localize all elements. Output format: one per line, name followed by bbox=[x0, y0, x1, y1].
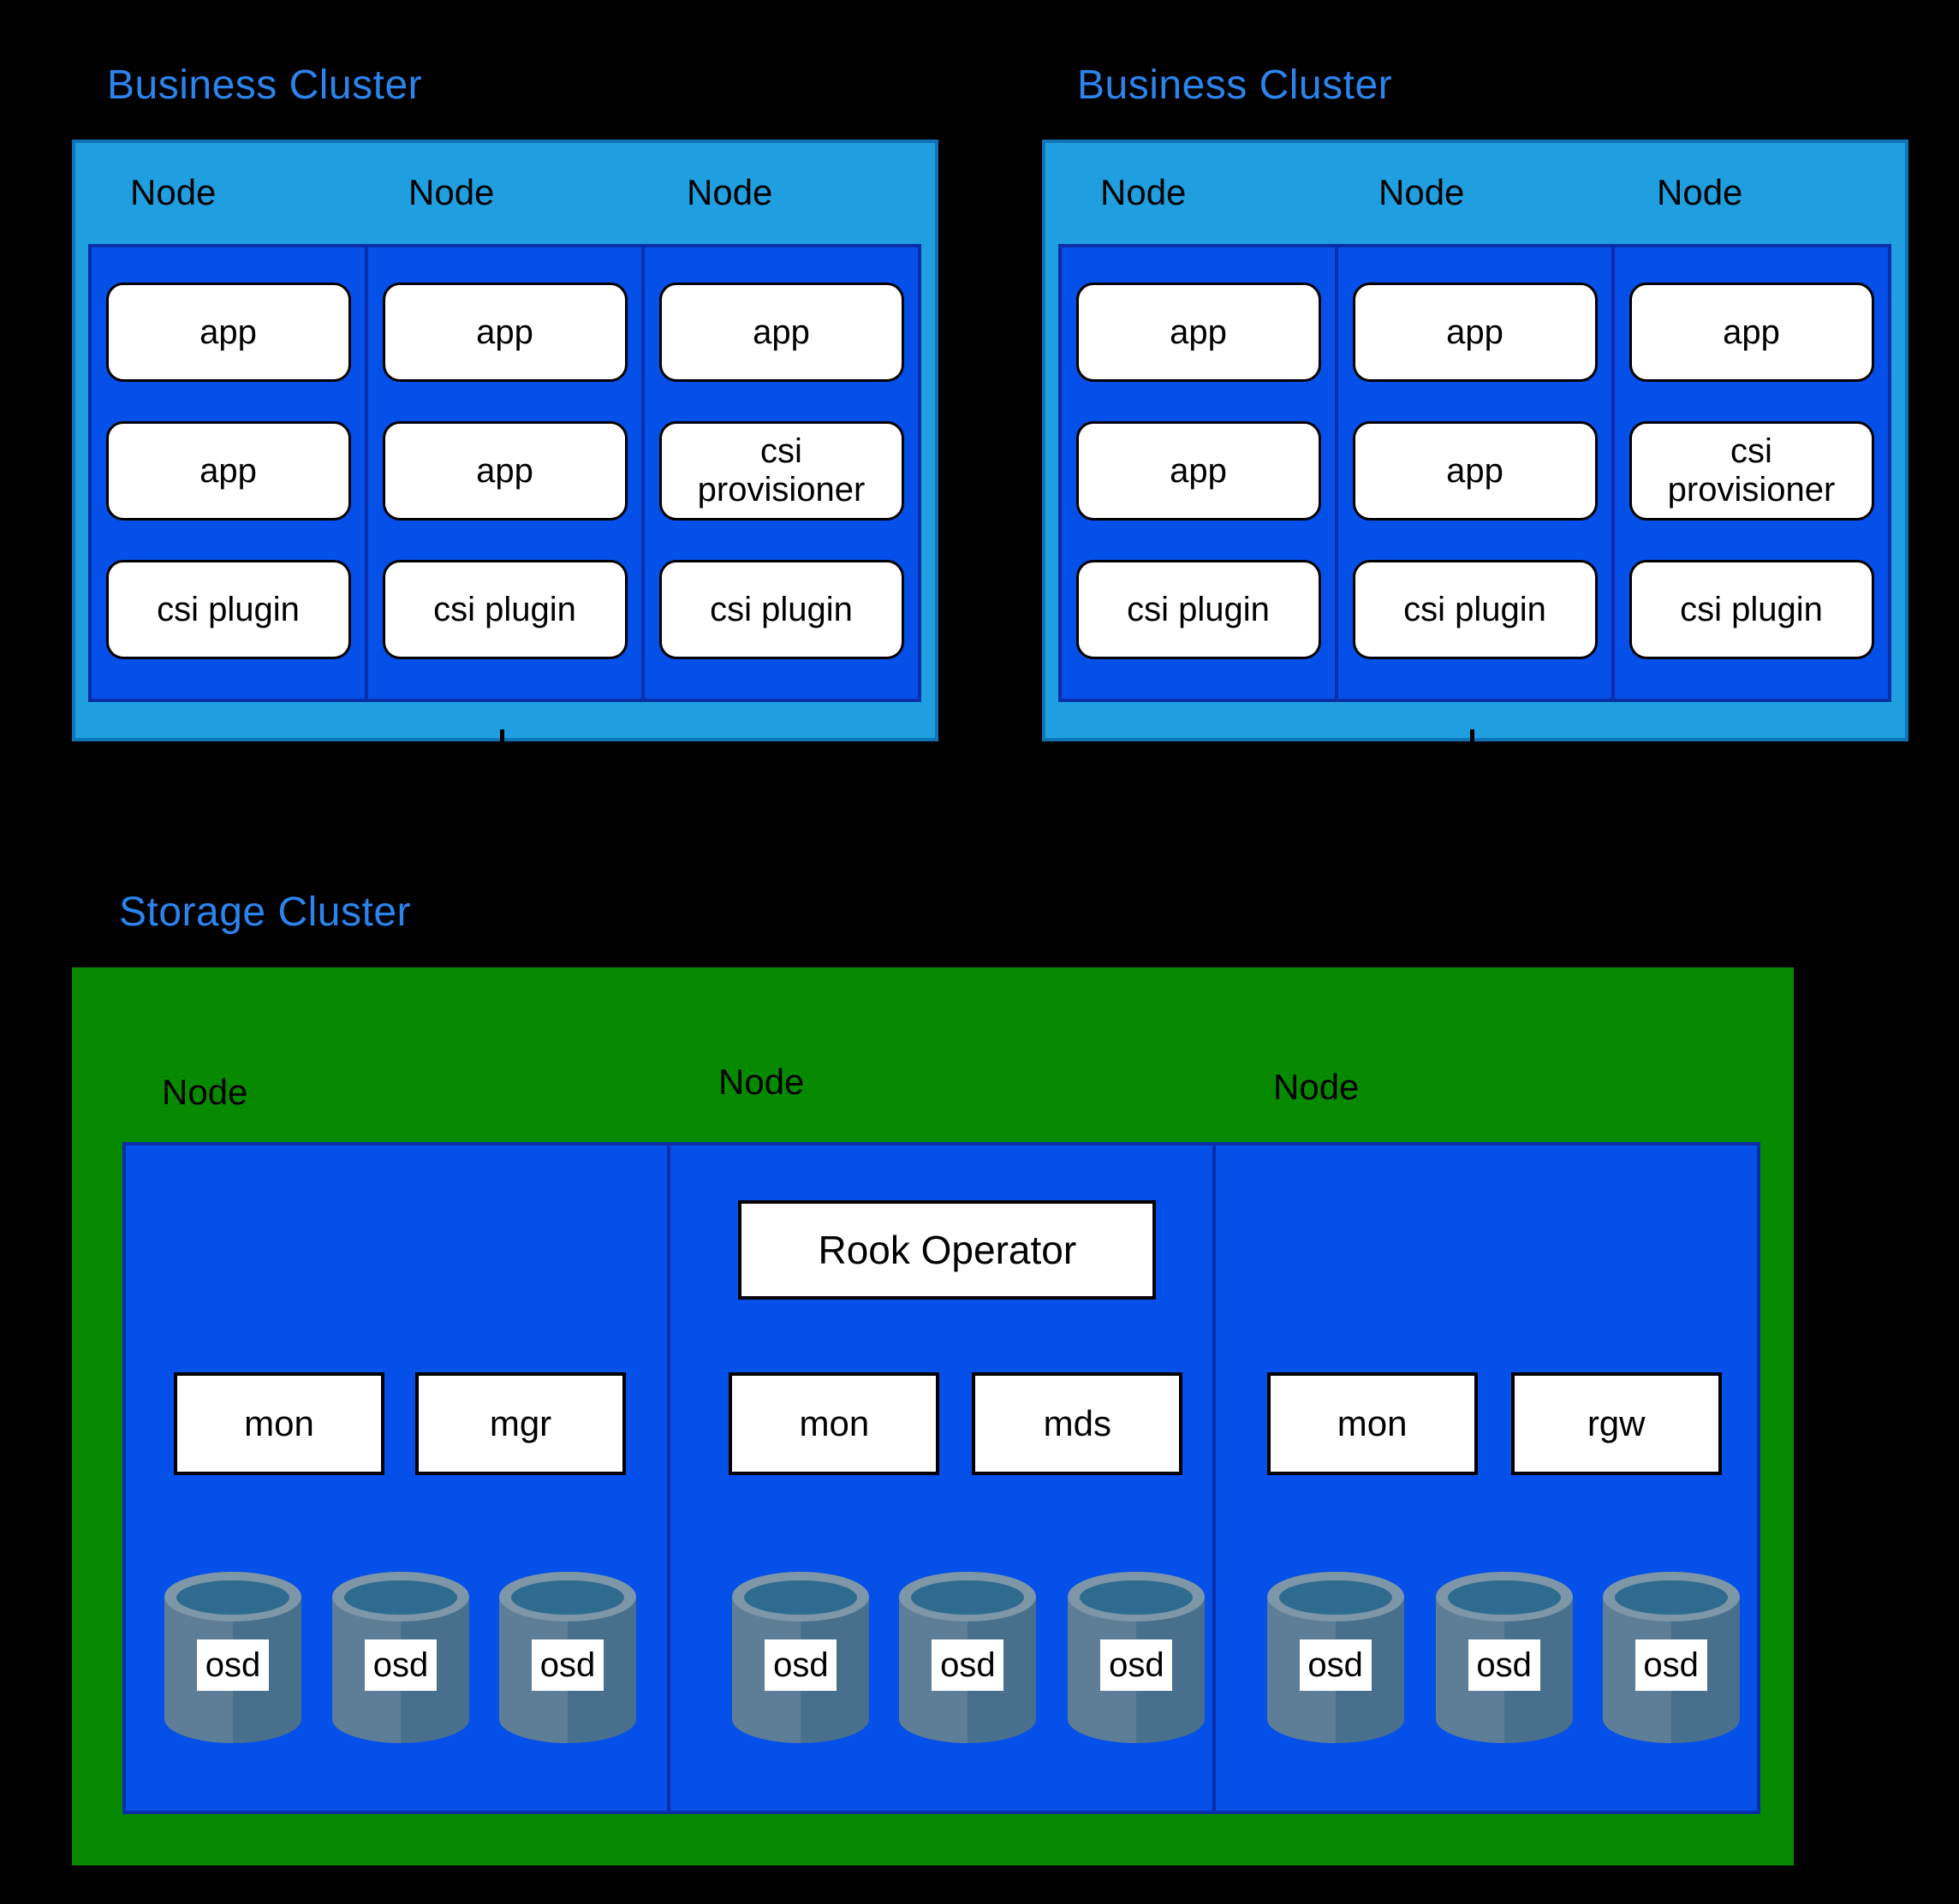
osd-cylinder: osd bbox=[899, 1572, 1037, 1743]
cylinder-opening bbox=[176, 1580, 289, 1615]
osd-cylinder: osd bbox=[499, 1572, 636, 1743]
pod-csi-provisioner: csi provisioner bbox=[1629, 421, 1874, 521]
pod-app: app bbox=[382, 421, 628, 521]
pod-csi-provisioner: csi provisioner bbox=[658, 421, 904, 521]
osd-cylinder: osd bbox=[332, 1572, 469, 1743]
node-column: app app csi plugin bbox=[1338, 247, 1611, 699]
cylinder-opening bbox=[1447, 1580, 1561, 1615]
service-mds: mds bbox=[972, 1372, 1183, 1475]
connector-stub bbox=[500, 729, 504, 752]
cylinder-opening bbox=[1278, 1580, 1392, 1615]
pod-app: app bbox=[105, 283, 351, 382]
business-cluster-1-box: Node Node Node app app csi plugin app ap… bbox=[72, 140, 938, 741]
node-label: Node bbox=[1100, 172, 1187, 212]
node-column: app app csi plugin bbox=[1062, 247, 1335, 699]
pod-csi-plugin: csi plugin bbox=[1352, 560, 1598, 659]
cylinder-opening bbox=[344, 1580, 457, 1615]
osd-label: osd bbox=[365, 1639, 437, 1691]
business-cluster-2-title: Business Cluster bbox=[1077, 62, 1393, 108]
connector-stub bbox=[937, 947, 941, 971]
storage-node-column: Rook Operator mon mds osd osd bbox=[670, 1145, 1212, 1811]
storage-cluster-box: Node Node Node mon mgr osd osd bbox=[72, 967, 1794, 1865]
node-label: Node bbox=[718, 1062, 805, 1102]
osd-label: osd bbox=[532, 1639, 604, 1691]
osd-label: osd bbox=[1468, 1639, 1540, 1691]
node-column: app csi provisioner csi plugin bbox=[1615, 247, 1888, 699]
service-mon: mon bbox=[174, 1372, 384, 1475]
osd-cylinder: osd bbox=[164, 1572, 301, 1743]
pod-csi-plugin: csi plugin bbox=[1075, 560, 1321, 659]
cylinder-opening bbox=[511, 1580, 624, 1615]
cylinder-opening bbox=[744, 1580, 858, 1615]
rook-operator-box: Rook Operator bbox=[738, 1200, 1157, 1300]
node-column: app csi provisioner csi plugin bbox=[645, 247, 918, 699]
osd-label: osd bbox=[765, 1639, 837, 1691]
service-mon: mon bbox=[1266, 1372, 1478, 1475]
node-label: Node bbox=[408, 172, 495, 212]
storage-cluster-title: Storage Cluster bbox=[119, 890, 411, 935]
connector-stub bbox=[1470, 729, 1474, 752]
node-label: Node bbox=[1657, 172, 1743, 212]
osd-label: osd bbox=[1299, 1639, 1372, 1691]
osd-label: osd bbox=[197, 1639, 269, 1691]
osd-label: osd bbox=[1634, 1639, 1707, 1691]
pod-app: app bbox=[1075, 421, 1321, 521]
storage-nodes-panel: mon mgr osd osd o bbox=[122, 1142, 1760, 1814]
pod-app: app bbox=[658, 283, 904, 382]
cylinder-opening bbox=[1080, 1580, 1194, 1615]
pod-csi-plugin: csi plugin bbox=[658, 560, 904, 659]
business-cluster-1-title: Business Cluster bbox=[107, 62, 423, 108]
node-label: Node bbox=[687, 172, 773, 212]
node-label: Node bbox=[130, 172, 217, 212]
service-mon: mon bbox=[729, 1372, 940, 1475]
nodes-panel: app app csi plugin app app csi plugin ap… bbox=[1058, 244, 1891, 702]
pod-app: app bbox=[105, 421, 351, 521]
node-column: app app csi plugin bbox=[92, 247, 365, 699]
osd-cylinder: osd bbox=[1266, 1572, 1404, 1743]
node-label: Node bbox=[1273, 1067, 1360, 1107]
pod-app: app bbox=[1075, 283, 1321, 382]
node-label: Node bbox=[1378, 172, 1465, 212]
pod-csi-plugin: csi plugin bbox=[382, 560, 628, 659]
business-cluster-2-box: Node Node Node app app csi plugin app ap… bbox=[1042, 140, 1908, 741]
pod-app: app bbox=[1352, 421, 1598, 521]
service-rgw: rgw bbox=[1510, 1372, 1722, 1475]
nodes-panel: app app csi plugin app app csi plugin ap… bbox=[88, 244, 921, 702]
osd-cylinder: osd bbox=[1602, 1572, 1740, 1743]
pod-app: app bbox=[382, 283, 628, 382]
osd-cylinder: osd bbox=[1068, 1572, 1206, 1743]
pod-csi-plugin: csi plugin bbox=[105, 560, 351, 659]
cylinder-opening bbox=[1614, 1580, 1728, 1615]
node-label: Node bbox=[162, 1072, 248, 1112]
node-column: app app csi plugin bbox=[368, 247, 641, 699]
pod-csi-plugin: csi plugin bbox=[1629, 560, 1874, 659]
storage-node-column: mon mgr osd osd o bbox=[126, 1145, 668, 1811]
osd-label: osd bbox=[1100, 1639, 1173, 1691]
osd-cylinder: osd bbox=[732, 1572, 870, 1743]
pod-app: app bbox=[1352, 283, 1598, 382]
cylinder-opening bbox=[911, 1580, 1025, 1615]
service-mgr: mgr bbox=[415, 1372, 626, 1475]
osd-label: osd bbox=[932, 1639, 1004, 1691]
osd-cylinder: osd bbox=[1435, 1572, 1573, 1743]
pod-app: app bbox=[1629, 283, 1874, 382]
storage-node-column: mon rgw osd osd o bbox=[1215, 1145, 1757, 1811]
